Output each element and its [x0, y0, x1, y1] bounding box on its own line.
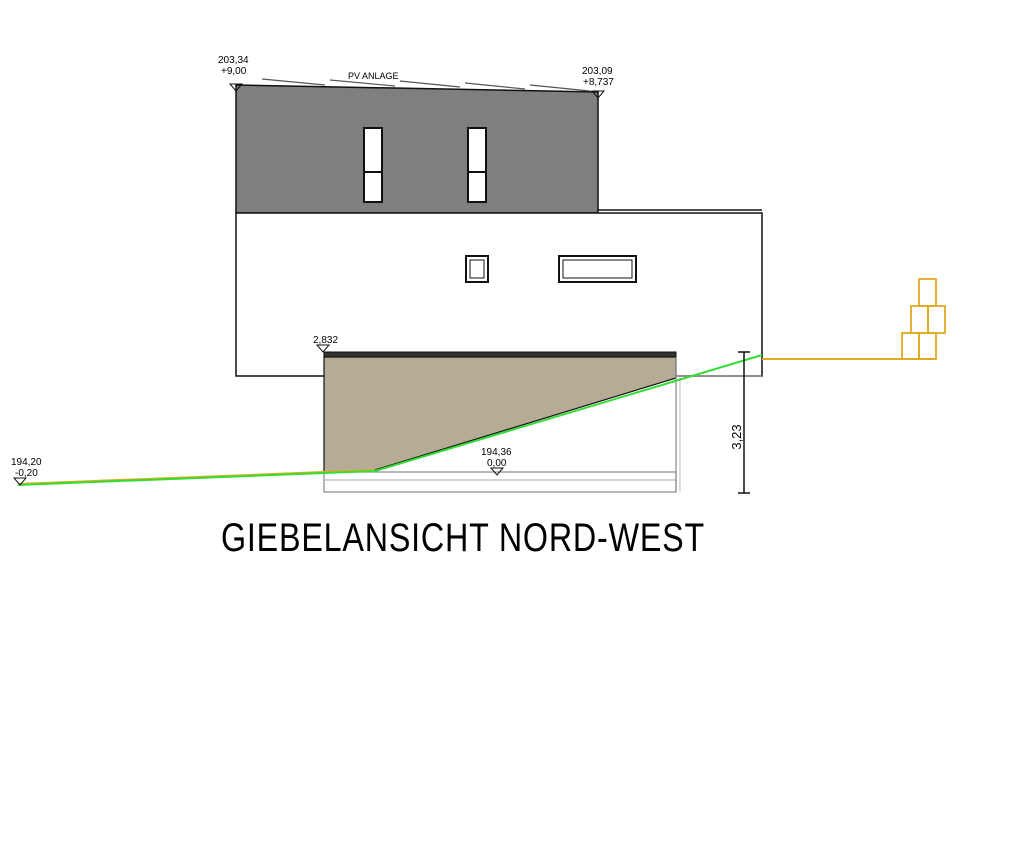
- level-marker-floor-zero: 194,36 0,00: [481, 447, 512, 476]
- level-marker-garage-roof: 2,832: [313, 335, 338, 353]
- svg-text:+9,00: +9,00: [221, 66, 247, 77]
- svg-text:203,09: 203,09: [582, 66, 613, 77]
- svg-text:-0,20: -0,20: [15, 468, 38, 479]
- upper-window-left: [363, 127, 383, 203]
- drawing-title: GIEBELANSICHT NORD-WEST: [221, 516, 705, 560]
- svg-text:194,20: 194,20: [11, 457, 42, 468]
- garage-block: [323, 351, 762, 493]
- level-marker-ground-left: 194,20 -0,20: [11, 457, 42, 486]
- wide-window: [558, 255, 637, 283]
- upper-window-right: [467, 127, 487, 203]
- svg-text:0,00: 0,00: [487, 458, 507, 469]
- height-dimension-label: 3,23: [729, 424, 744, 449]
- svg-text:+8,737: +8,737: [583, 77, 614, 88]
- pv-panels: [261, 78, 591, 92]
- height-dimension: [738, 351, 750, 494]
- svg-text:194,36: 194,36: [481, 447, 512, 458]
- pv-label: PV ANLAGE: [348, 71, 399, 81]
- level-marker-roof-right: 203,09 +8,737: [582, 66, 614, 99]
- upper-storey-fill: [235, 84, 599, 214]
- stacked-stones: [901, 278, 946, 360]
- svg-text:203,34: 203,34: [218, 55, 249, 66]
- planned-terrain-line: [17, 354, 763, 486]
- svg-text:2,832: 2,832: [313, 335, 338, 346]
- level-marker-roof-left: 203,34 +9,00: [218, 55, 249, 92]
- small-window: [465, 255, 489, 283]
